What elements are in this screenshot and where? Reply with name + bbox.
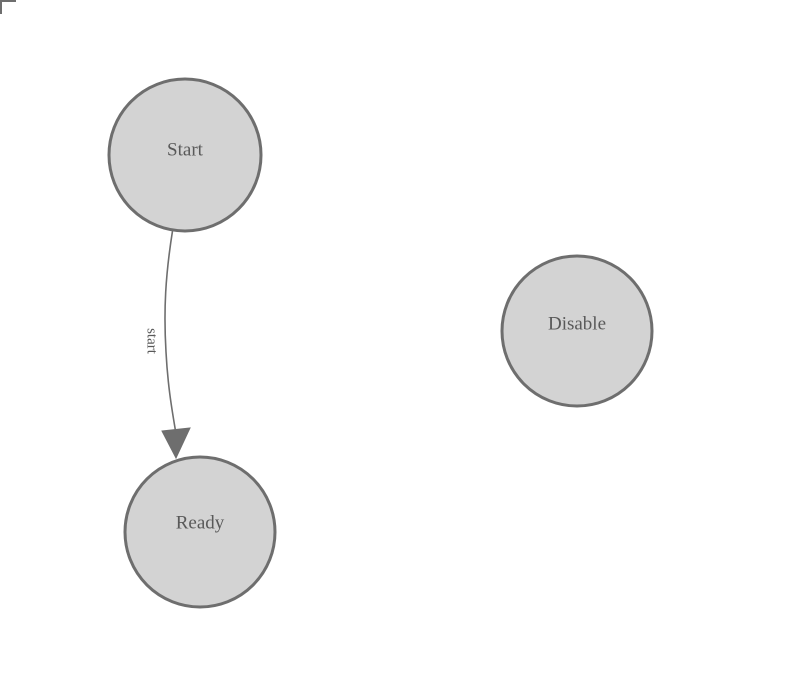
node-start-label: Start <box>167 139 204 160</box>
edge-label-start: start <box>144 328 160 355</box>
node-ready[interactable]: Ready <box>123 455 277 609</box>
node-start-circle[interactable] <box>107 77 263 233</box>
node-start[interactable]: Start <box>107 77 263 233</box>
edge-start-to-ready[interactable]: start <box>144 230 191 460</box>
canvas-corner-bracket <box>0 0 16 14</box>
edge-start-to-ready-line[interactable] <box>164 230 177 435</box>
node-disable[interactable]: Disable <box>500 254 654 408</box>
edge-start-to-ready-arrowhead <box>161 427 191 460</box>
node-ready-label: Ready <box>176 512 225 533</box>
node-disable-circle[interactable] <box>500 254 654 408</box>
node-disable-label: Disable <box>548 313 606 334</box>
node-ready-circle[interactable] <box>123 455 277 609</box>
corner-bracket-path <box>0 0 16 14</box>
